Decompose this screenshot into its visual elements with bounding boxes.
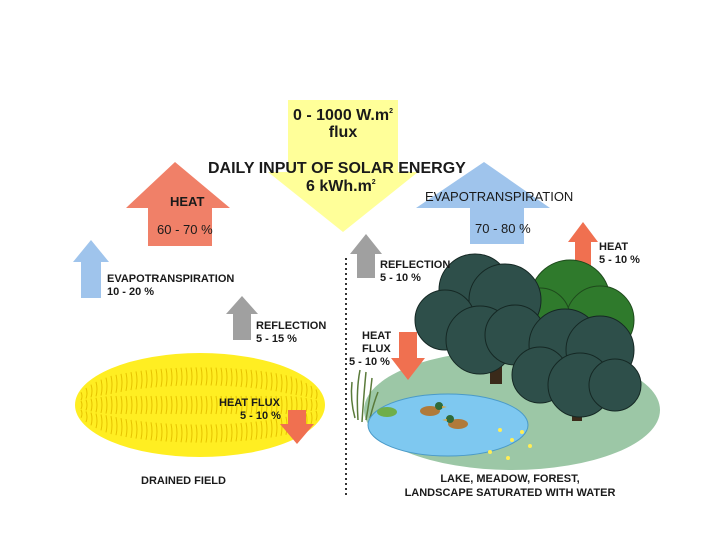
- solar-daily-value: 6 kWh.m2: [306, 178, 376, 196]
- wetland-caption-1: LAKE, MEADOW, FOREST,: [370, 473, 650, 485]
- reflection-label-right: REFLECTION: [380, 259, 450, 271]
- reflection-arrow-left: [226, 296, 258, 340]
- evapo-range-left: 10 - 20 %: [107, 286, 154, 298]
- solar-flux-text: 0 - 1000 W.m: [293, 107, 389, 124]
- evapotranspiration-arrow-left: [73, 240, 109, 298]
- solar-title: DAILY INPUT OF SOLAR ENERGY: [208, 160, 466, 178]
- solar-flux-value: 0 - 1000 W.m2: [286, 107, 400, 125]
- heat-flux-label-left: HEAT FLUX: [219, 397, 280, 409]
- heat-range-left: 60 - 70 %: [157, 223, 213, 237]
- evapo-range-right: 70 - 80 %: [475, 222, 531, 236]
- evapo-label-right: EVAPOTRANSPIRATION: [425, 190, 573, 204]
- heat-label-left: HEAT: [170, 195, 204, 209]
- reflection-range-right: 5 - 10 %: [380, 272, 421, 284]
- solar-flux-superscript: 2: [389, 108, 393, 115]
- heat-flux-range-right: 5 - 10 %: [349, 356, 390, 368]
- heat-flux-label-right-1: HEAT: [362, 330, 391, 342]
- heat-flux-range-left: 5 - 10 %: [240, 410, 281, 422]
- reflection-arrow-right: [350, 234, 382, 278]
- wetland-caption-2: LANDSCAPE SATURATED WITH WATER: [370, 487, 650, 499]
- evapo-label-left: EVAPOTRANSPIRATION: [107, 273, 234, 285]
- heat-range-right: 5 - 10 %: [599, 254, 640, 266]
- solar-daily-text: 6 kWh.m: [306, 178, 372, 195]
- drained-field-caption: DRAINED FIELD: [141, 475, 226, 487]
- reflection-range-left: 5 - 15 %: [256, 333, 297, 345]
- solar-daily-superscript: 2: [372, 179, 376, 186]
- drained-field-illustration: [75, 353, 325, 457]
- lake: [368, 394, 528, 456]
- solar-flux-label: flux: [286, 124, 400, 142]
- heat-flux-label-right-2: FLUX: [362, 343, 391, 355]
- heat-label-right: HEAT: [599, 241, 628, 253]
- lily-pad: [377, 407, 397, 417]
- reflection-label-left: REFLECTION: [256, 320, 326, 332]
